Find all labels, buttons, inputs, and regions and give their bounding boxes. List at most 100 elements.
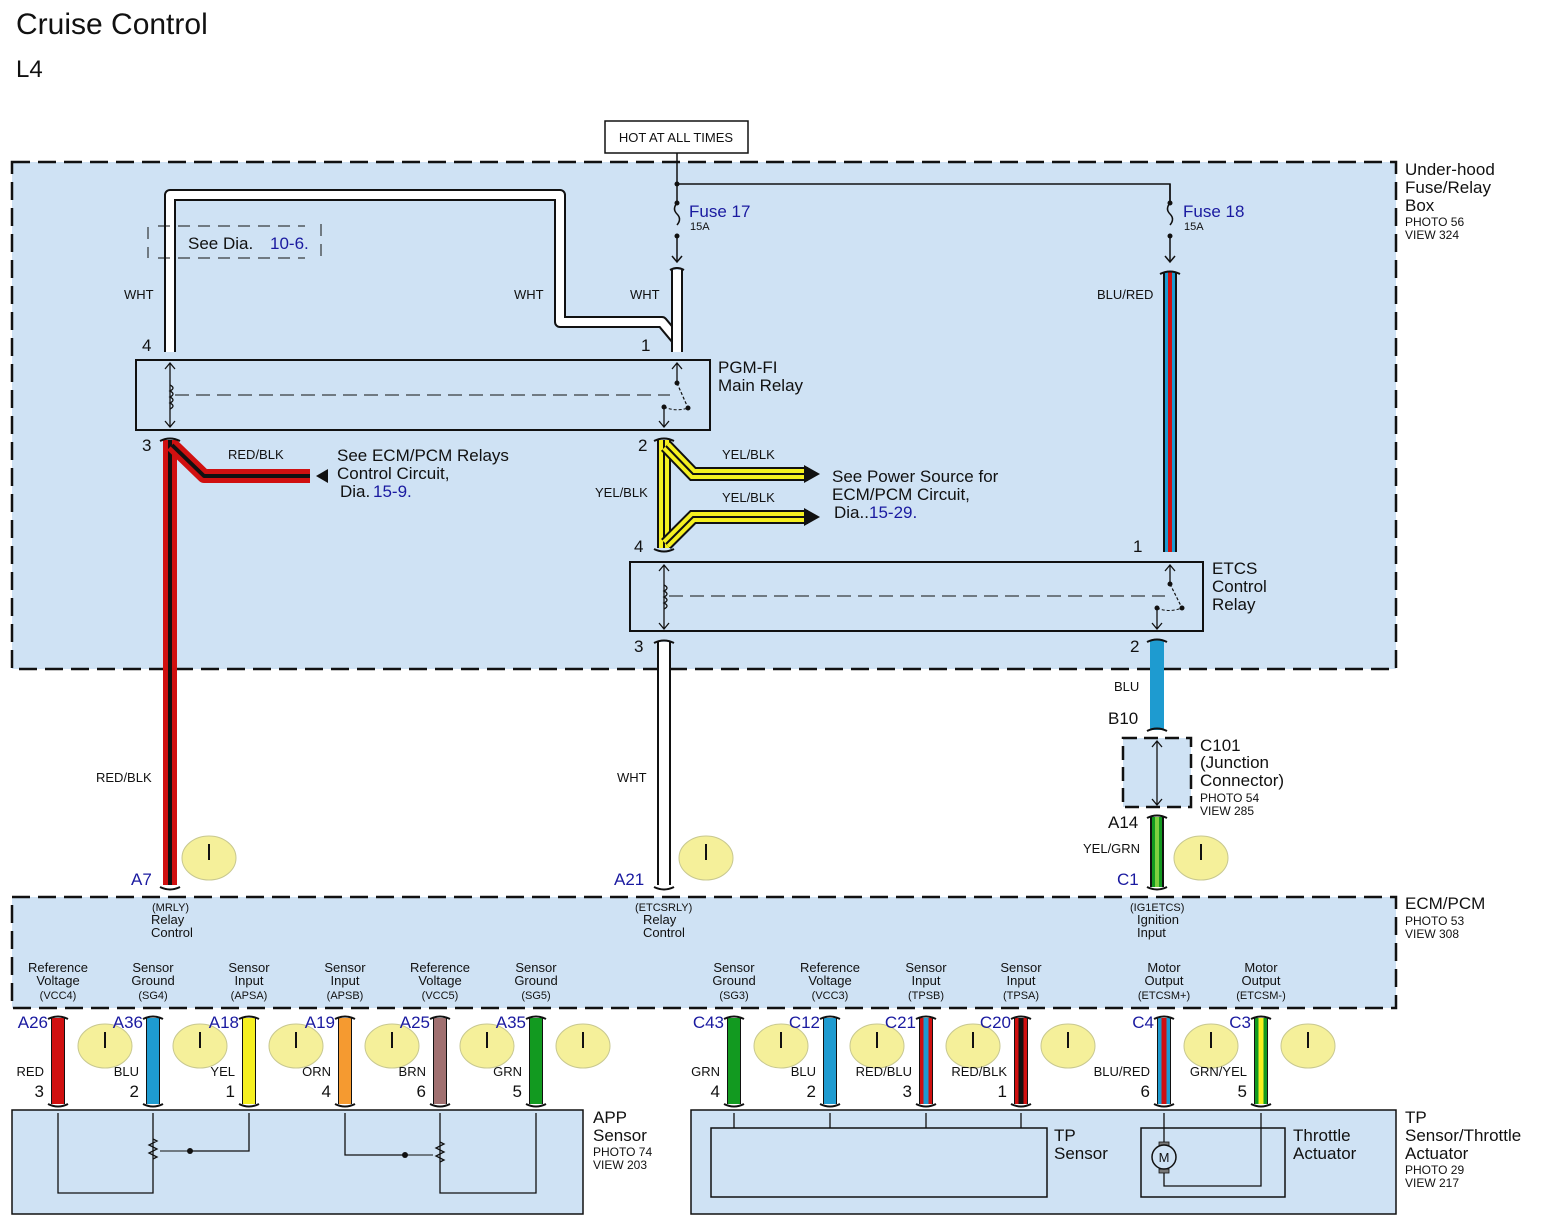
underhood-name-line2: Fuse/Relay (1405, 178, 1491, 197)
etcs-name-line2: Control (1212, 577, 1267, 596)
sensor-pin-number: 6 (1141, 1082, 1150, 1101)
test-point-a19[interactable] (364, 1023, 420, 1069)
etcs-pin-1: 1 (1133, 537, 1142, 556)
signal-mrly: (MRLY) (152, 902, 189, 914)
c101-view-link[interactable]: VIEW 285 (1200, 804, 1254, 818)
actuator-name-line1: Throttle (1293, 1126, 1351, 1145)
test-point-c3[interactable] (1280, 1023, 1336, 1069)
tp-assembly-name-line2: Sensor/Throttle (1405, 1126, 1521, 1145)
test-point-a36[interactable] (172, 1023, 228, 1069)
actuator-name-line2: Actuator (1293, 1144, 1357, 1163)
test-point-a7[interactable] (181, 835, 237, 881)
sensor-pin-number: 3 (903, 1082, 912, 1101)
etcs-pin-4: 4 (634, 537, 643, 556)
signal-etcsrly: (ETCSRLY) (635, 902, 692, 914)
ref-dia-15-29-link[interactable]: 15-29. (869, 503, 917, 522)
terminal-a21-line2: Control (643, 925, 685, 940)
ecm-photo-link[interactable]: PHOTO 53 (1405, 914, 1464, 928)
terminal-function-line2: Input (235, 973, 264, 988)
underhood-name-line1: Under-hood (1405, 160, 1495, 179)
terminal-function-line1: Sensor (228, 960, 270, 975)
wire-grn-yel (1250, 1015, 1272, 1108)
terminal-function-line2: Input (1007, 973, 1036, 988)
terminal-a7-line2: Control (151, 925, 193, 940)
pgmfi-name-line2: Main Relay (718, 376, 804, 395)
ecm-terminal-a21: A21 (ETCSRLY) Relay Control (614, 870, 692, 940)
pin-c1: C1 (1117, 870, 1139, 889)
wire-yel-grn: YEL/GRN (1083, 814, 1168, 891)
tp-sensor-name-line2: Sensor (1054, 1144, 1108, 1163)
test-point-a35[interactable] (555, 1023, 611, 1069)
test-point-a18[interactable] (268, 1023, 324, 1069)
ecm-view-link[interactable]: VIEW 308 (1405, 927, 1459, 941)
wire-color-label: BLU (791, 1064, 816, 1079)
app-sensor-photo-link[interactable]: PHOTO 74 (593, 1145, 652, 1159)
terminal-signal: (APSB) (327, 990, 364, 1002)
sensor-pin-number: 4 (322, 1082, 331, 1101)
terminal-signal: (ETCSM-) (1236, 990, 1286, 1002)
sensor-pin-number: 4 (711, 1082, 720, 1101)
tp-assembly-name-line3: Actuator (1405, 1144, 1469, 1163)
app-sensor-view-link[interactable]: VIEW 203 (593, 1158, 647, 1172)
terminal-function-line2: Ground (712, 973, 755, 988)
test-point-c43[interactable] (753, 1023, 809, 1069)
fuse-18-rating: 15A (1184, 221, 1204, 233)
wire-color-label: BLU (114, 1064, 139, 1079)
wire-label-yel-blk-2: YEL/BLK (722, 490, 775, 505)
wire-grn (525, 1015, 547, 1108)
test-point-c4[interactable] (1183, 1023, 1239, 1069)
terminal-function-line2: Voltage (418, 973, 461, 988)
test-point-a25[interactable] (459, 1023, 515, 1069)
terminal-signal: (VCC5) (422, 990, 459, 1002)
tp-assembly-view-link[interactable]: VIEW 217 (1405, 1176, 1459, 1190)
c101-name-line1: C101 (1200, 736, 1241, 755)
ecm-pin-label: C21 (885, 1013, 916, 1032)
c101-name-line3: Connector) (1200, 771, 1284, 790)
wire-color-label: GRN/YEL (1190, 1064, 1247, 1079)
wire-label-yel-blk-vertical: YEL/BLK (595, 485, 648, 500)
test-point-a26[interactable] (77, 1023, 133, 1069)
underhood-view-link[interactable]: VIEW 324 (1405, 228, 1459, 242)
terminal-signal: (VCC3) (812, 990, 849, 1002)
test-point-a21[interactable] (678, 835, 734, 881)
see-dia-10-6-link[interactable]: 10-6. (270, 234, 309, 253)
wire-color-label: BLU/RED (1094, 1064, 1150, 1079)
etcs-pin-3: 3 (634, 637, 643, 656)
terminal-function-line2: Ground (131, 973, 174, 988)
wire-red (47, 1015, 69, 1108)
hot-at-all-times-text: HOT AT ALL TIMES (619, 130, 733, 145)
terminal-function-line2: Output (1144, 973, 1183, 988)
wire-blu-red-fuse18 (1159, 270, 1181, 552)
test-point-c1[interactable] (1173, 835, 1229, 881)
terminal-a7-line1: Relay (151, 912, 185, 927)
etcs-control-relay: 4 1 3 2 ETCS Control Relay (629, 537, 1267, 656)
terminal-signal: (TPSA) (1003, 990, 1039, 1002)
terminal-signal: (SG5) (521, 990, 550, 1002)
underhood-box-label: Under-hood Fuse/Relay Box PHOTO 56 VIEW … (1405, 160, 1495, 242)
test-point-c12[interactable] (849, 1023, 905, 1069)
wire-label-yel-blk-1: YEL/BLK (722, 447, 775, 462)
sensor-pin-number: 2 (807, 1082, 816, 1101)
fuse-18: Fuse 18 15A (1164, 184, 1244, 264)
ecm-pin-label: A25 (400, 1013, 430, 1032)
wire-color-label: BRN (399, 1064, 426, 1079)
sensor-pin-number: 3 (35, 1082, 44, 1101)
underhood-photo-link[interactable]: PHOTO 56 (1405, 215, 1464, 229)
ref-power-source: See Power Source for ECM/PCM Circuit, Di… (832, 467, 999, 522)
test-point-c20[interactable] (1040, 1023, 1096, 1069)
pgmfi-pin-4: 4 (142, 336, 151, 355)
etcs-name-line3: Relay (1212, 595, 1256, 614)
tp-assembly-photo-link[interactable]: PHOTO 29 (1405, 1163, 1464, 1177)
fuse-17-rating: 15A (690, 221, 710, 233)
ref-ecm-relays: See ECM/PCM Relays Control Circuit, Dia.… (337, 446, 509, 501)
ref-dia-15-9-link[interactable]: 15-9. (373, 482, 412, 501)
terminal-signal: (SG4) (138, 990, 167, 1002)
wire-label-wht-down: WHT (617, 770, 647, 785)
test-point-c21[interactable] (945, 1023, 1001, 1069)
c101-photo-link[interactable]: PHOTO 54 (1200, 791, 1259, 805)
wire-brn (429, 1015, 451, 1108)
terminal-function-line1: Reference (410, 960, 470, 975)
